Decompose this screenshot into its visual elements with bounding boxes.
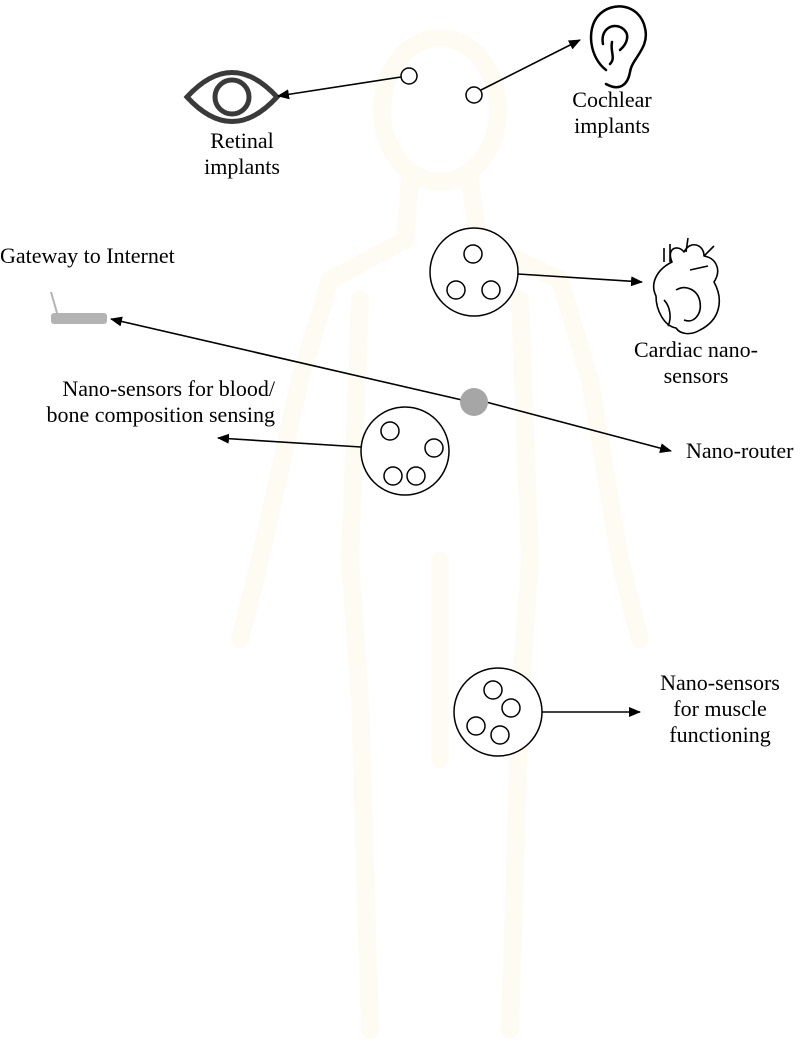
nano-router-label: Nano-router: [686, 438, 794, 464]
muscle-nanosensors-label: Nano-sensors for muscle functioning: [640, 670, 800, 748]
arrow-to-blood-label: [217, 433, 362, 448]
cardiac-nanosensors-label: Cardiac nano- sensors: [616, 337, 776, 389]
wifi-router-icon: [50, 291, 107, 324]
retinal-implants-label: Retinal implants: [182, 128, 302, 180]
arrow-to-router-label: [485, 401, 672, 454]
router-label-line-1: Nano-router: [686, 438, 794, 463]
gateway-label: Gateway to Internet: [0, 243, 175, 269]
muscle-label-line-2: for muscle: [673, 696, 767, 721]
muscle-label-line-3: functioning: [669, 722, 771, 747]
blood-sensor-cluster: [360, 406, 450, 496]
retinal-implant-node: [400, 67, 418, 85]
cochlear-label-line-2: implants: [574, 113, 650, 138]
blood-label-line-2: bone composition sensing: [46, 402, 275, 427]
blood-nanosensors-label: Nano-sensors for blood/ bone composition…: [0, 376, 275, 428]
cochlear-implants-label: Cochlear implants: [552, 87, 672, 139]
cardiac-label-line-1: Cardiac nano-: [634, 337, 758, 362]
nano-router-node: [460, 388, 488, 416]
heart-icon: [652, 237, 721, 335]
ear-icon: [589, 5, 648, 89]
arrow-router-to-gateway: [110, 316, 463, 401]
arrow-to-retinal: [277, 76, 402, 100]
cardiac-sensor-cluster: [429, 227, 519, 317]
eye-icon: [183, 70, 281, 124]
body-silhouette: [231, 29, 649, 1039]
arrow-to-cardiac: [517, 273, 643, 287]
gateway-label-line-1: Gateway to Internet: [0, 243, 175, 268]
cochlear-implant-node: [465, 86, 483, 104]
blood-label-line-1: Nano-sensors for blood/: [62, 376, 275, 401]
cochlear-label-line-1: Cochlear: [572, 87, 652, 112]
arrow-to-cochlear: [480, 39, 581, 91]
cardiac-label-line-2: sensors: [663, 363, 729, 388]
retinal-label-line-1: Retinal: [210, 128, 274, 153]
connection-arrows: [110, 39, 672, 717]
retinal-label-line-2: implants: [204, 154, 280, 179]
muscle-label-line-1: Nano-sensors: [660, 670, 780, 695]
muscle-sensor-cluster: [453, 667, 543, 757]
